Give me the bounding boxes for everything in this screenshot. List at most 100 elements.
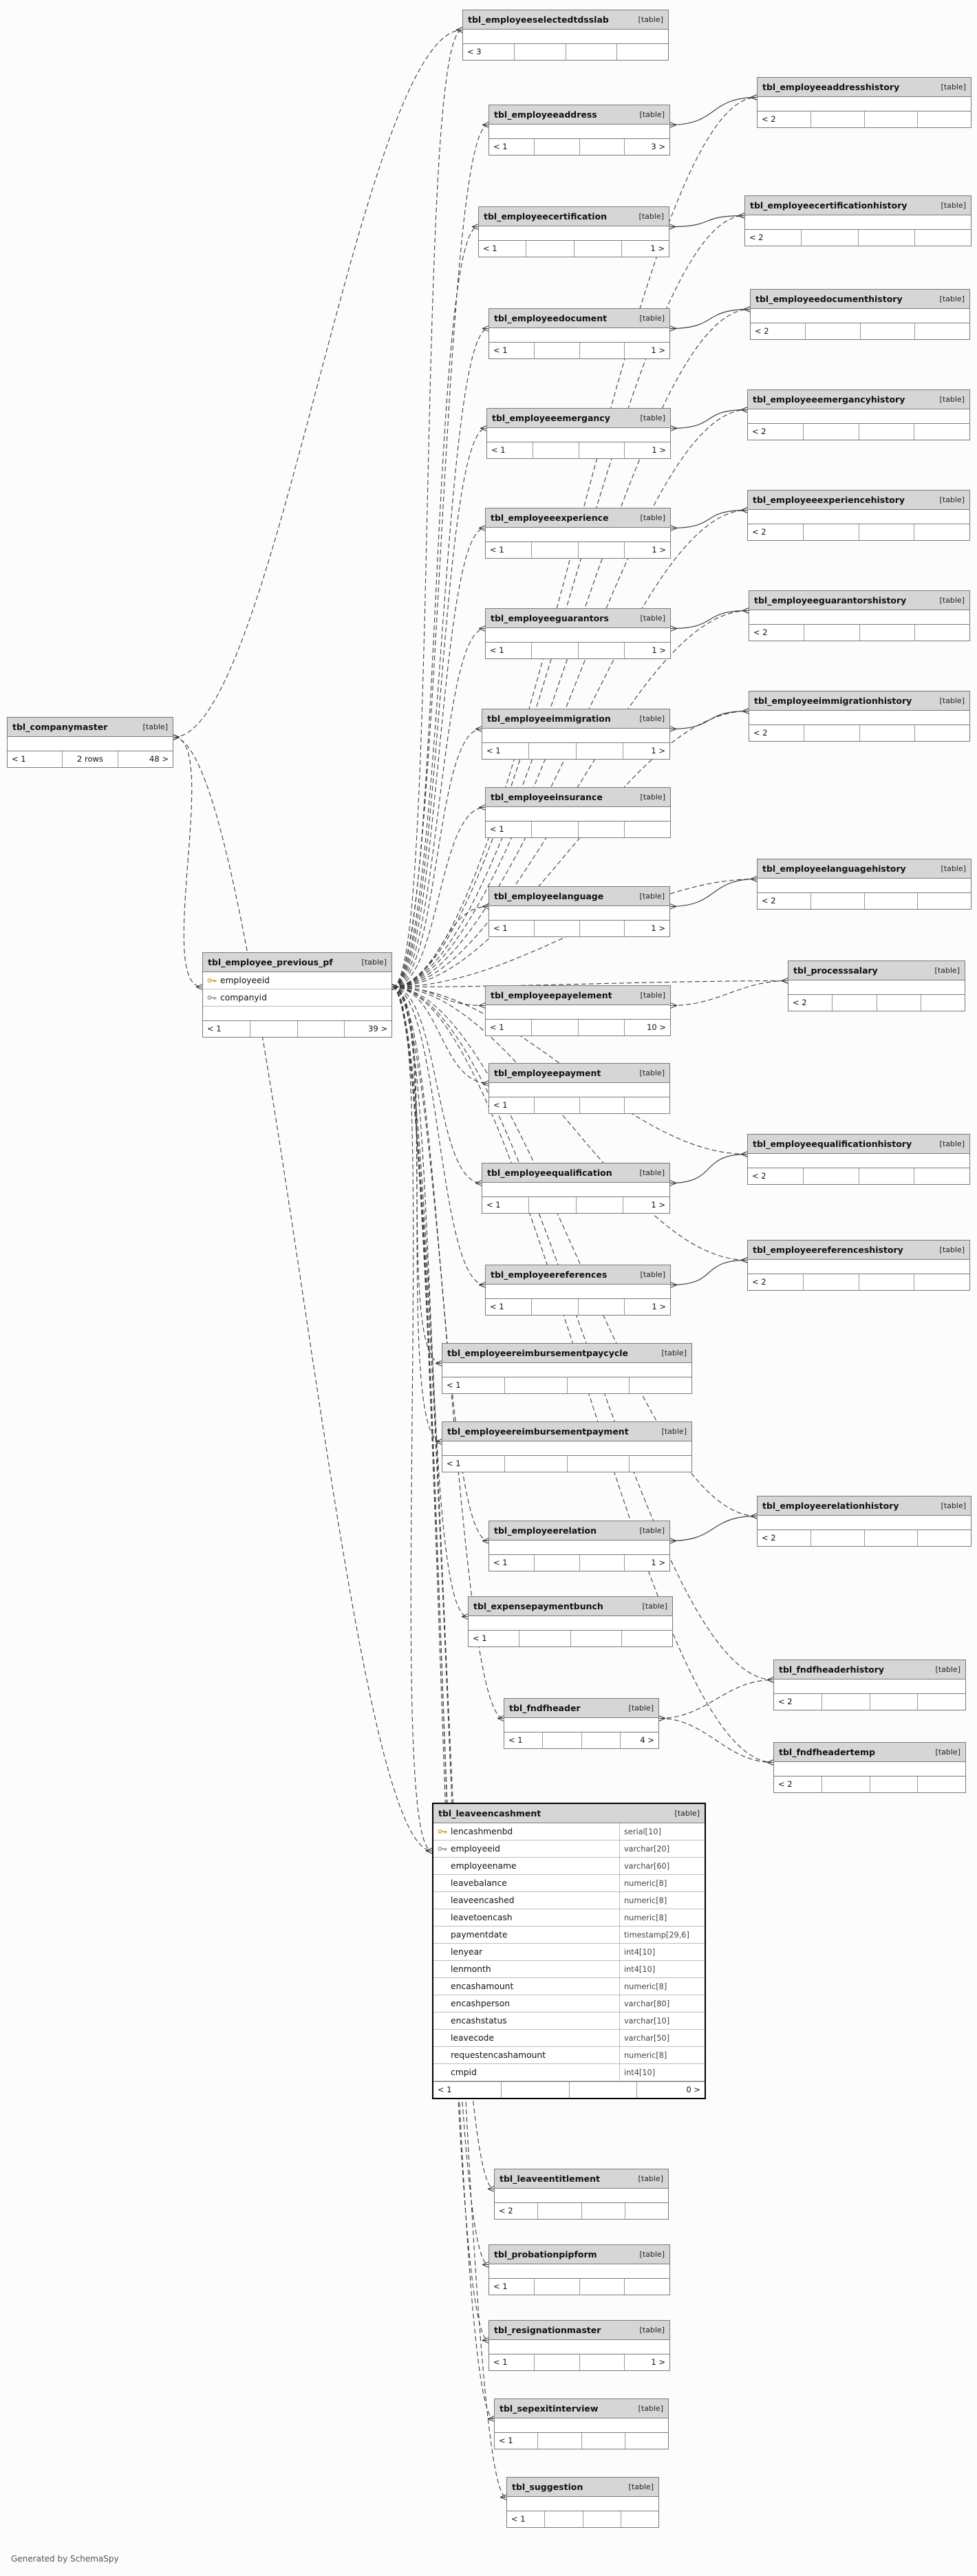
table-name-link[interactable]: tbl_employeepayelement <box>491 990 612 1000</box>
table-name-link[interactable]: tbl_employeelanguage <box>494 891 604 901</box>
table-node-tbl_suggestion[interactable]: tbl_suggestion[table]< 1 <box>506 2477 659 2528</box>
table-name-link[interactable]: tbl_processsalary <box>793 965 878 976</box>
table-node-tbl_employeeselectedtdsslab[interactable]: tbl_employeeselectedtdsslab[table]< 3 <box>462 10 669 61</box>
table-type-label: [table] <box>939 495 965 504</box>
table-name-link[interactable]: tbl_employeereferenceshistory <box>753 1245 903 1255</box>
column-name: encashperson <box>451 1999 511 2008</box>
column-type: int4[10] <box>619 1944 705 1960</box>
table-name-link[interactable]: tbl_employeeemergancyhistory <box>753 394 905 405</box>
table-name-link[interactable]: tbl_employeecertificationhistory <box>750 200 908 211</box>
table-name-link[interactable]: tbl_companymaster <box>12 722 108 732</box>
table-node-tbl_employeereferenceshistory[interactable]: tbl_employeereferenceshistory[table]< 2 <box>747 1240 970 1291</box>
elided-columns-row <box>758 97 971 111</box>
table-name-link[interactable]: tbl_employeerelation <box>494 1525 597 1536</box>
table-name-link[interactable]: tbl_sepexitinterview <box>500 2403 599 2414</box>
table-node-tbl_expensepaymentbunch[interactable]: tbl_expensepaymentbunch[table]< 1 <box>468 1596 673 1647</box>
table-name-link[interactable]: tbl_fndfheader <box>509 1703 581 1713</box>
table-name-link[interactable]: tbl_employeecertification <box>484 211 608 222</box>
table-name-link[interactable]: tbl_probationpipform <box>494 2249 597 2260</box>
footer-cell: < 2 <box>778 1697 793 1706</box>
table-node-tbl_processsalary[interactable]: tbl_processsalary[table]< 2 <box>788 960 965 1011</box>
relationship-edge <box>391 224 479 990</box>
table-node-tbl_employeelanguagehistory[interactable]: tbl_employeelanguagehistory[table]< 2 <box>757 859 971 910</box>
table-node-tbl_employeedocumenthistory[interactable]: tbl_employeedocumenthistory[table]< 2 <box>750 289 970 340</box>
table-node-tbl_fndfheaderhistory[interactable]: tbl_fndfheaderhistory[table]< 2 <box>773 1660 966 1710</box>
table-name-link[interactable]: tbl_leaveencashment <box>438 1808 541 1818</box>
table-name-link[interactable]: tbl_employeereferences <box>491 1269 608 1280</box>
table-name-link[interactable]: tbl_employeereimbursementpayment <box>447 1426 629 1437</box>
table-name-link[interactable]: tbl_employeeaddress <box>494 109 597 120</box>
table-type-label: [table] <box>639 314 665 323</box>
icon-spacer <box>438 2052 447 2059</box>
footer-cell: < 2 <box>752 1277 766 1287</box>
table-node-tbl_employeerelationhistory[interactable]: tbl_employeerelationhistory[table]< 2 <box>757 1496 971 1547</box>
table-name-link[interactable]: tbl_leaveentitlement <box>500 2174 601 2184</box>
table-name-link[interactable]: tbl_employeeaddresshistory <box>762 82 900 92</box>
table-name-link[interactable]: tbl_employee_previous_pf <box>208 957 333 967</box>
table-name-link[interactable]: tbl_employeeguarantorshistory <box>754 595 907 605</box>
table-node-tbl_employeereimbursementpayment[interactable]: tbl_employeereimbursementpayment[table]<… <box>442 1421 692 1472</box>
table-name-link[interactable]: tbl_employeeimmigrationhistory <box>754 696 912 706</box>
table-name-link[interactable]: tbl_suggestion <box>512 2482 583 2492</box>
table-name-link[interactable]: tbl_resignationmaster <box>494 2325 601 2335</box>
table-node-tbl_employeeaddresshistory[interactable]: tbl_employeeaddresshistory[table]< 2 <box>757 77 971 128</box>
relationship-edge <box>391 525 486 990</box>
table-name-link[interactable]: tbl_employeeinsurance <box>491 792 603 802</box>
footer-cell <box>821 1694 870 1710</box>
table-name-link[interactable]: tbl_employeeemergancy <box>492 413 610 423</box>
elided-columns-row <box>489 125 669 138</box>
table-node-tbl_employeereimbursementpaycycle[interactable]: tbl_employeereimbursementpaycycle[table]… <box>442 1343 692 1394</box>
table-name-link[interactable]: tbl_employeequalificationhistory <box>753 1139 912 1149</box>
table-name-link[interactable]: tbl_employeeexperience <box>491 513 609 523</box>
table-name-link[interactable]: tbl_employeerelationhistory <box>762 1501 899 1511</box>
table-node-tbl_employee_previous_pf[interactable]: tbl_employee_previous_pf[table]employeei… <box>202 952 392 1038</box>
table-node-tbl_leaveentitlement[interactable]: tbl_leaveentitlement[table]< 2 <box>494 2169 669 2220</box>
table-node-tbl_employeecertificationhistory[interactable]: tbl_employeecertificationhistory[table]<… <box>744 195 971 246</box>
table-name-link[interactable]: tbl_employeeexperiencehistory <box>753 495 905 505</box>
table-node-tbl_fndfheadertemp[interactable]: tbl_fndfheadertemp[table]< 2 <box>773 1742 966 1793</box>
table-name-link[interactable]: tbl_employeedocument <box>494 313 608 323</box>
table-name-link[interactable]: tbl_employeequalification <box>487 1168 612 1178</box>
table-node-tbl_probationpipform[interactable]: tbl_probationpipform[table]< 1 <box>488 2244 670 2295</box>
column-name: companyid <box>220 993 267 1002</box>
table-name-link[interactable]: tbl_employeeguarantors <box>491 613 609 623</box>
table-name-link[interactable]: tbl_employeereimbursementpaycycle <box>447 1348 629 1358</box>
column-name: employeename <box>451 1861 517 1871</box>
table-node-tbl_employeeinsurance[interactable]: tbl_employeeinsurance[table]< 1 <box>485 787 671 838</box>
table-name-link[interactable]: tbl_employeeimmigration <box>487 713 611 724</box>
table-node-tbl_employeeguarantorshistory[interactable]: tbl_employeeguarantorshistory[table]< 2 <box>749 590 970 641</box>
table-name-link[interactable]: tbl_expensepaymentbunch <box>473 1601 603 1611</box>
table-name-link[interactable]: tbl_employeedocumenthistory <box>755 294 903 304</box>
table-node-tbl_employeeemergancyhistory[interactable]: tbl_employeeemergancyhistory[table]< 2 <box>747 389 970 440</box>
table-node-tbl_employeeexperiencehistory[interactable]: tbl_employeeexperiencehistory[table]< 2 <box>747 490 970 541</box>
table-node-tbl_employeequalificationhistory[interactable]: tbl_employeequalificationhistory[table]<… <box>747 1134 970 1185</box>
table-name-link[interactable]: tbl_fndfheadertemp <box>779 1747 876 1757</box>
table-node-tbl_employeeimmigrationhistory[interactable]: tbl_employeeimmigrationhistory[table]< 2 <box>749 691 970 742</box>
footer-cell <box>531 1020 577 1035</box>
footer-cell: < 1 <box>490 1302 504 1311</box>
table-name-link[interactable]: tbl_fndfheaderhistory <box>779 1664 885 1675</box>
table-node-tbl_employeepayment[interactable]: tbl_employeepayment[table]< 1 <box>488 1063 670 1114</box>
table-name-link[interactable]: tbl_employeepayment <box>494 1068 601 1078</box>
table-name-link[interactable]: tbl_employeelanguagehistory <box>762 863 906 874</box>
table-node-tbl_sepexitinterview[interactable]: tbl_sepexitinterview[table]< 1 <box>494 2398 669 2449</box>
table-name-link[interactable]: tbl_employeeselectedtdsslab <box>468 14 609 25</box>
footer-cell <box>859 725 914 741</box>
column-name: employeeid <box>220 976 270 985</box>
